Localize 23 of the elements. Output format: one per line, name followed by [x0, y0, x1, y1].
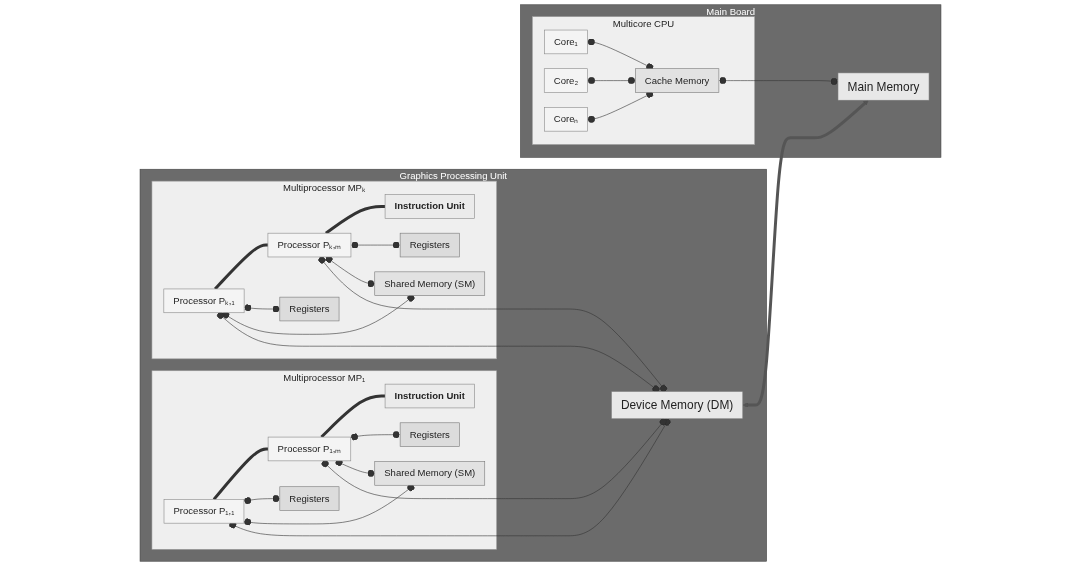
node-box: Main Memory: [837, 72, 930, 101]
node-box: Registers: [399, 232, 460, 258]
node-box: Registers: [399, 422, 460, 447]
node-box: Processor P₁,₁: [163, 499, 245, 524]
arrow: [742, 100, 869, 408]
node-box: Core₂: [543, 68, 588, 93]
node-box: Core₁: [544, 29, 588, 55]
node-box: Cache Memory: [635, 68, 720, 93]
connector: [214, 243, 268, 290]
connector: [212, 447, 269, 501]
node-box: Processor P₁,ₘ: [267, 436, 352, 462]
node-box: Registers: [279, 296, 340, 322]
node-box: Registers: [279, 486, 340, 511]
node-box: Processor Pₖ,ₘ: [267, 232, 352, 258]
node-box: Shared Memory (SM): [374, 461, 486, 486]
node-box: Instruction Unit: [384, 194, 475, 219]
node-box: Device Memory (DM): [611, 391, 744, 420]
node-box: Processor Pₖ,₁: [163, 288, 245, 314]
connector: [320, 394, 386, 439]
connector: [325, 204, 386, 235]
node-box: Instruction Unit: [384, 383, 475, 409]
node-box: Coreₙ: [544, 107, 588, 132]
node-box: Shared Memory (SM): [374, 271, 486, 296]
